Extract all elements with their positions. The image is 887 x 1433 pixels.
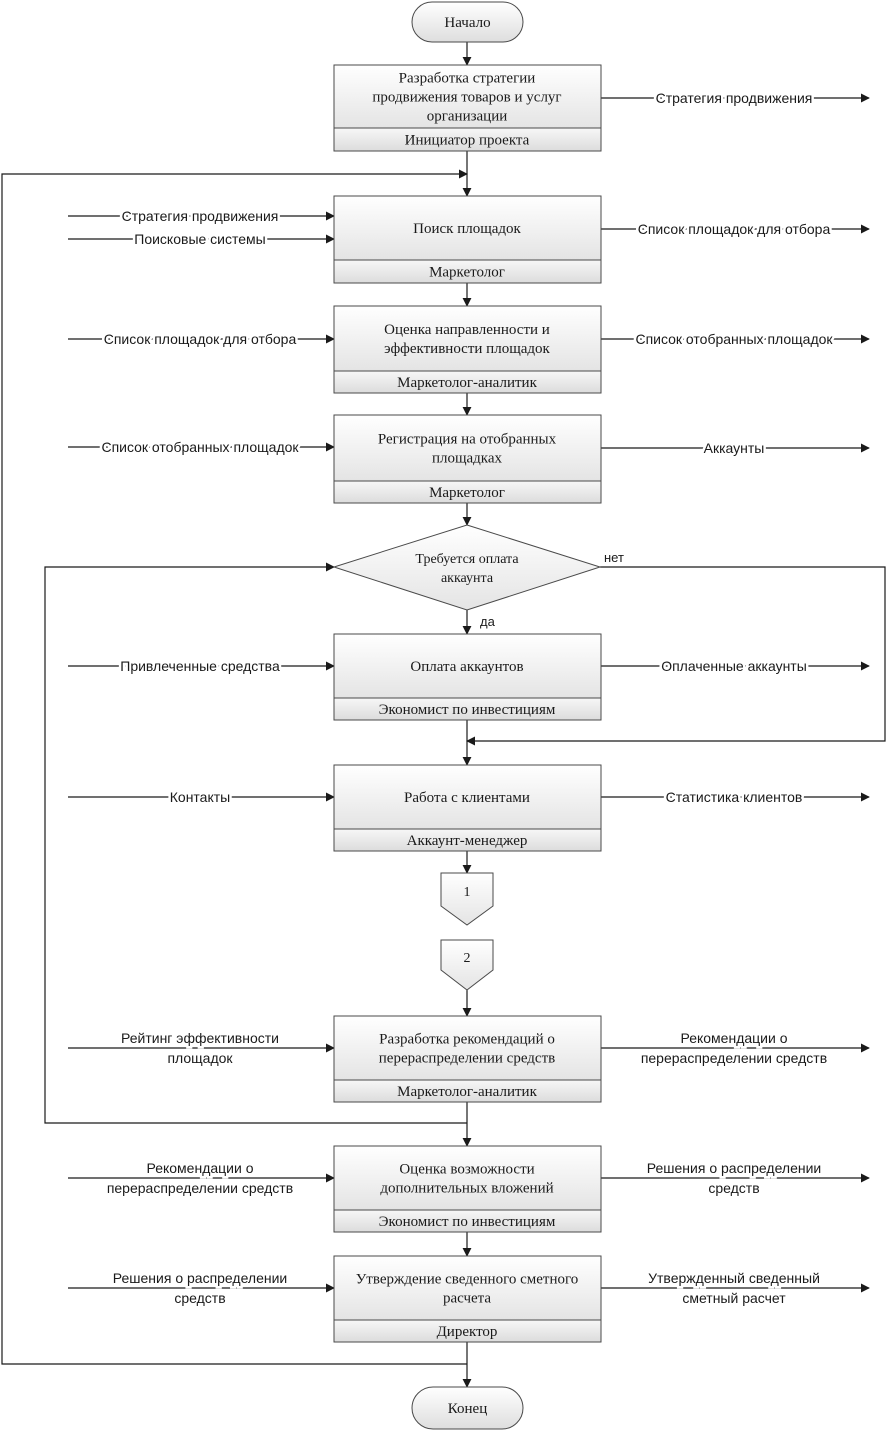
process-title: дополнительных вложений bbox=[380, 1181, 553, 1197]
role-box bbox=[333, 480, 602, 504]
process-title: Оценка направленности и bbox=[384, 322, 550, 338]
process-title: Оплата аккаунтов bbox=[410, 659, 523, 675]
input-label: Список площадок для отбора bbox=[104, 331, 297, 347]
input-label: Рекомендации о bbox=[146, 1160, 253, 1176]
role-box bbox=[333, 1319, 602, 1343]
process-steps: Разработка стратегии продвижения товаров … bbox=[333, 64, 602, 1343]
start-label: Начало bbox=[444, 15, 490, 31]
output-label: перераспределении средств bbox=[641, 1050, 827, 1066]
process-step: Разработка стратегии продвижения товаров … bbox=[333, 64, 602, 152]
input-label: площадок bbox=[167, 1050, 233, 1066]
output-label: Утвержденный сведенный bbox=[648, 1270, 820, 1286]
role-box bbox=[333, 1209, 602, 1233]
process-title: Разработка рекомендаций о bbox=[379, 1032, 555, 1048]
role-box bbox=[333, 127, 602, 152]
process-step: Утверждение сведенного сметного расчетаДи… bbox=[333, 1255, 602, 1343]
decision-yes-label: да bbox=[480, 614, 496, 629]
process-step: Разработка рекомендаций о перераспределен… bbox=[333, 1015, 602, 1103]
process-role: Маркетолог bbox=[429, 265, 505, 281]
process-role: Инициатор проекта bbox=[405, 133, 530, 149]
process-box bbox=[333, 1255, 602, 1321]
output-label: Рекомендации о bbox=[680, 1030, 787, 1046]
process-box bbox=[333, 64, 602, 129]
process-role: Маркетолог-аналитик bbox=[397, 1084, 537, 1100]
input-label: средств bbox=[174, 1290, 225, 1306]
process-box bbox=[333, 633, 602, 699]
process-title: Поиск площадок bbox=[413, 221, 521, 237]
decision-payment-required: Требуется оплата аккаунта нет да bbox=[332, 524, 624, 629]
output-label: Список отобранных площадок bbox=[635, 331, 833, 347]
process-role: Экономист по инвестициям bbox=[379, 1214, 556, 1230]
end-label: Конец bbox=[448, 1401, 487, 1417]
process-role: Аккаунт-менеджер bbox=[407, 833, 528, 849]
role-box bbox=[333, 259, 602, 284]
process-title: Утверждение сведенного сметного bbox=[356, 1272, 579, 1288]
output-label: Стратегия продвижения bbox=[656, 90, 813, 106]
process-title: эффективности площадок bbox=[384, 341, 550, 357]
role-box bbox=[333, 697, 602, 721]
output-label: средств bbox=[708, 1180, 759, 1196]
process-box bbox=[333, 305, 602, 372]
process-box bbox=[333, 764, 602, 830]
output-label: Решения о распределении bbox=[647, 1160, 821, 1176]
decision-no-label: нет bbox=[604, 550, 624, 565]
process-role: Экономист по инвестициям bbox=[379, 702, 556, 718]
process-role: Маркетолог bbox=[429, 485, 505, 501]
output-label: Статистика клиентов bbox=[666, 789, 803, 805]
process-title: Работа с клиентами bbox=[404, 790, 530, 806]
start-terminal: Начало bbox=[411, 1, 524, 43]
connector-2-label: 2 bbox=[464, 951, 471, 966]
role-box bbox=[333, 370, 602, 394]
input-label: Привлеченные средства bbox=[120, 658, 280, 674]
output-label: Оплаченные аккаунты bbox=[661, 658, 807, 674]
process-step: Оценка возможности дополнительных вложени… bbox=[333, 1145, 602, 1233]
process-title: организации bbox=[427, 109, 508, 125]
process-title: Оценка возможности bbox=[399, 1162, 534, 1178]
decision-text-line-1: Требуется оплата bbox=[415, 552, 519, 567]
process-step: Регистрация на отобранных площадкахМаркет… bbox=[333, 414, 602, 504]
process-step: Оценка направленности и эффективности пло… bbox=[333, 305, 602, 394]
output-label: Список площадок для отбора bbox=[638, 221, 831, 237]
input-label: Список отобранных площадок bbox=[101, 439, 299, 455]
process-title: Разработка стратегии bbox=[399, 71, 536, 87]
offpage-connector-1: 1 bbox=[440, 872, 494, 926]
decision-text-line-2: аккаунта bbox=[441, 571, 494, 586]
process-title: продвижения товаров и услуг bbox=[372, 90, 561, 106]
process-box bbox=[333, 1015, 602, 1081]
loop-back-arrow bbox=[1, 169, 468, 1365]
process-role: Директор bbox=[437, 1324, 498, 1340]
process-title: Регистрация на отобранных bbox=[378, 432, 557, 448]
input-label: Контакты bbox=[170, 789, 230, 805]
role-box bbox=[333, 1079, 602, 1103]
process-box bbox=[333, 414, 602, 482]
input-label: Стратегия продвижения bbox=[122, 208, 279, 224]
output-label: Аккаунты bbox=[704, 440, 765, 456]
end-terminal: Конец bbox=[411, 1386, 524, 1430]
decision-no-arrow bbox=[466, 566, 886, 746]
input-label: Решения о распределении bbox=[113, 1270, 287, 1286]
loop-to-decision-arrow bbox=[44, 562, 467, 1124]
role-box bbox=[333, 828, 602, 852]
process-role: Маркетолог-аналитик bbox=[397, 375, 537, 391]
connector-lines bbox=[1, 42, 886, 1388]
connector-1-label: 1 bbox=[464, 885, 471, 900]
process-box bbox=[333, 195, 602, 261]
process-title: перераспределении средств bbox=[379, 1051, 555, 1067]
offpage-connector-2: 2 bbox=[440, 939, 494, 991]
process-box bbox=[333, 1145, 602, 1211]
output-label: сметный расчет bbox=[682, 1290, 786, 1306]
input-label: Рейтинг эффективности bbox=[121, 1030, 279, 1046]
process-title: расчета bbox=[443, 1291, 491, 1307]
input-label: перераспределении средств bbox=[107, 1180, 293, 1196]
input-label: Поисковые системы bbox=[134, 231, 265, 247]
process-title: площадках bbox=[432, 451, 503, 467]
